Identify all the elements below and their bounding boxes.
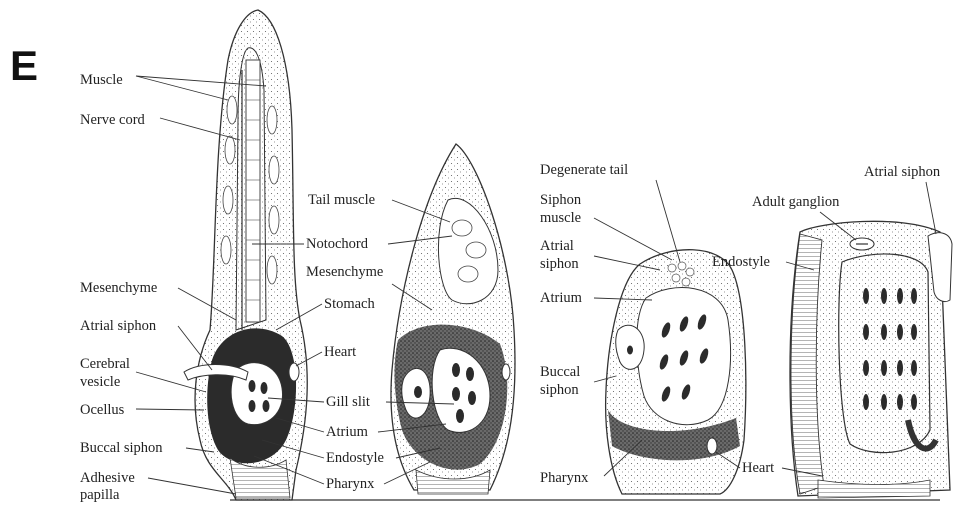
label-notochord: Notochord xyxy=(306,236,369,252)
larva-2-ocellus xyxy=(414,386,422,398)
label-degenerate-tail: Degenerate tail xyxy=(540,162,628,178)
label-buccal-siphon-3-1: Buccal xyxy=(540,364,580,380)
label-cerebral-vesicle-1: Cerebral xyxy=(80,356,130,372)
label-atrium: Atrium xyxy=(326,424,369,440)
label-cerebral-vesicle-2: vesicle xyxy=(80,374,120,390)
label-atrial-siphon-3-2: siphon xyxy=(540,256,579,272)
label-ocellus: Ocellus xyxy=(80,402,125,418)
juvenile-branchial-sac xyxy=(839,254,930,453)
larva-stage-4 xyxy=(790,221,952,498)
label-mesenchyme-2: Mesenchyme xyxy=(306,264,383,280)
label-stomach: Stomach xyxy=(324,296,375,312)
larva-stage-2 xyxy=(391,144,515,494)
label-pharynx-3: Pharynx xyxy=(540,470,589,486)
label-atrial-siphon: Atrial siphon xyxy=(80,318,157,334)
label-gill-slit: Gill slit xyxy=(326,394,370,410)
label-endostyle: Endostyle xyxy=(326,450,384,466)
label-tail-muscle: Tail muscle xyxy=(308,192,375,208)
larva-2-heart xyxy=(502,364,510,380)
label-atrial-siphon-3-1: Atrial xyxy=(540,238,574,254)
label-buccal-siphon: Buccal siphon xyxy=(80,440,163,456)
larva-3-ocellus xyxy=(627,346,633,355)
label-pharynx: Pharynx xyxy=(326,476,375,492)
label-adult-ganglion: Adult ganglion xyxy=(752,194,840,210)
label-endostyle-4: Endostyle xyxy=(712,254,770,270)
label-adhesive-papilla-1: Adhesive xyxy=(80,470,135,486)
label-mesenchyme: Mesenchyme xyxy=(80,280,157,296)
label-buccal-siphon-3-2: siphon xyxy=(540,382,579,398)
label-nerve-cord: Nerve cord xyxy=(80,112,146,128)
label-muscle: Muscle xyxy=(80,72,123,88)
label-heart-3: Heart xyxy=(742,460,774,476)
label-heart: Heart xyxy=(324,344,356,360)
label-atrium-3: Atrium xyxy=(540,290,583,306)
label-siphon-muscle-2: muscle xyxy=(540,210,581,226)
larva-3-heart xyxy=(707,438,717,454)
label-siphon-muscle-1: Siphon xyxy=(540,192,582,208)
label-atrial-siphon-4: Atrial siphon xyxy=(864,164,941,180)
label-adhesive-papilla-2: papilla xyxy=(80,487,120,503)
larva-stage-1 xyxy=(184,10,307,500)
larva-1-notochord xyxy=(246,60,260,322)
panel-letter: E xyxy=(10,42,38,89)
